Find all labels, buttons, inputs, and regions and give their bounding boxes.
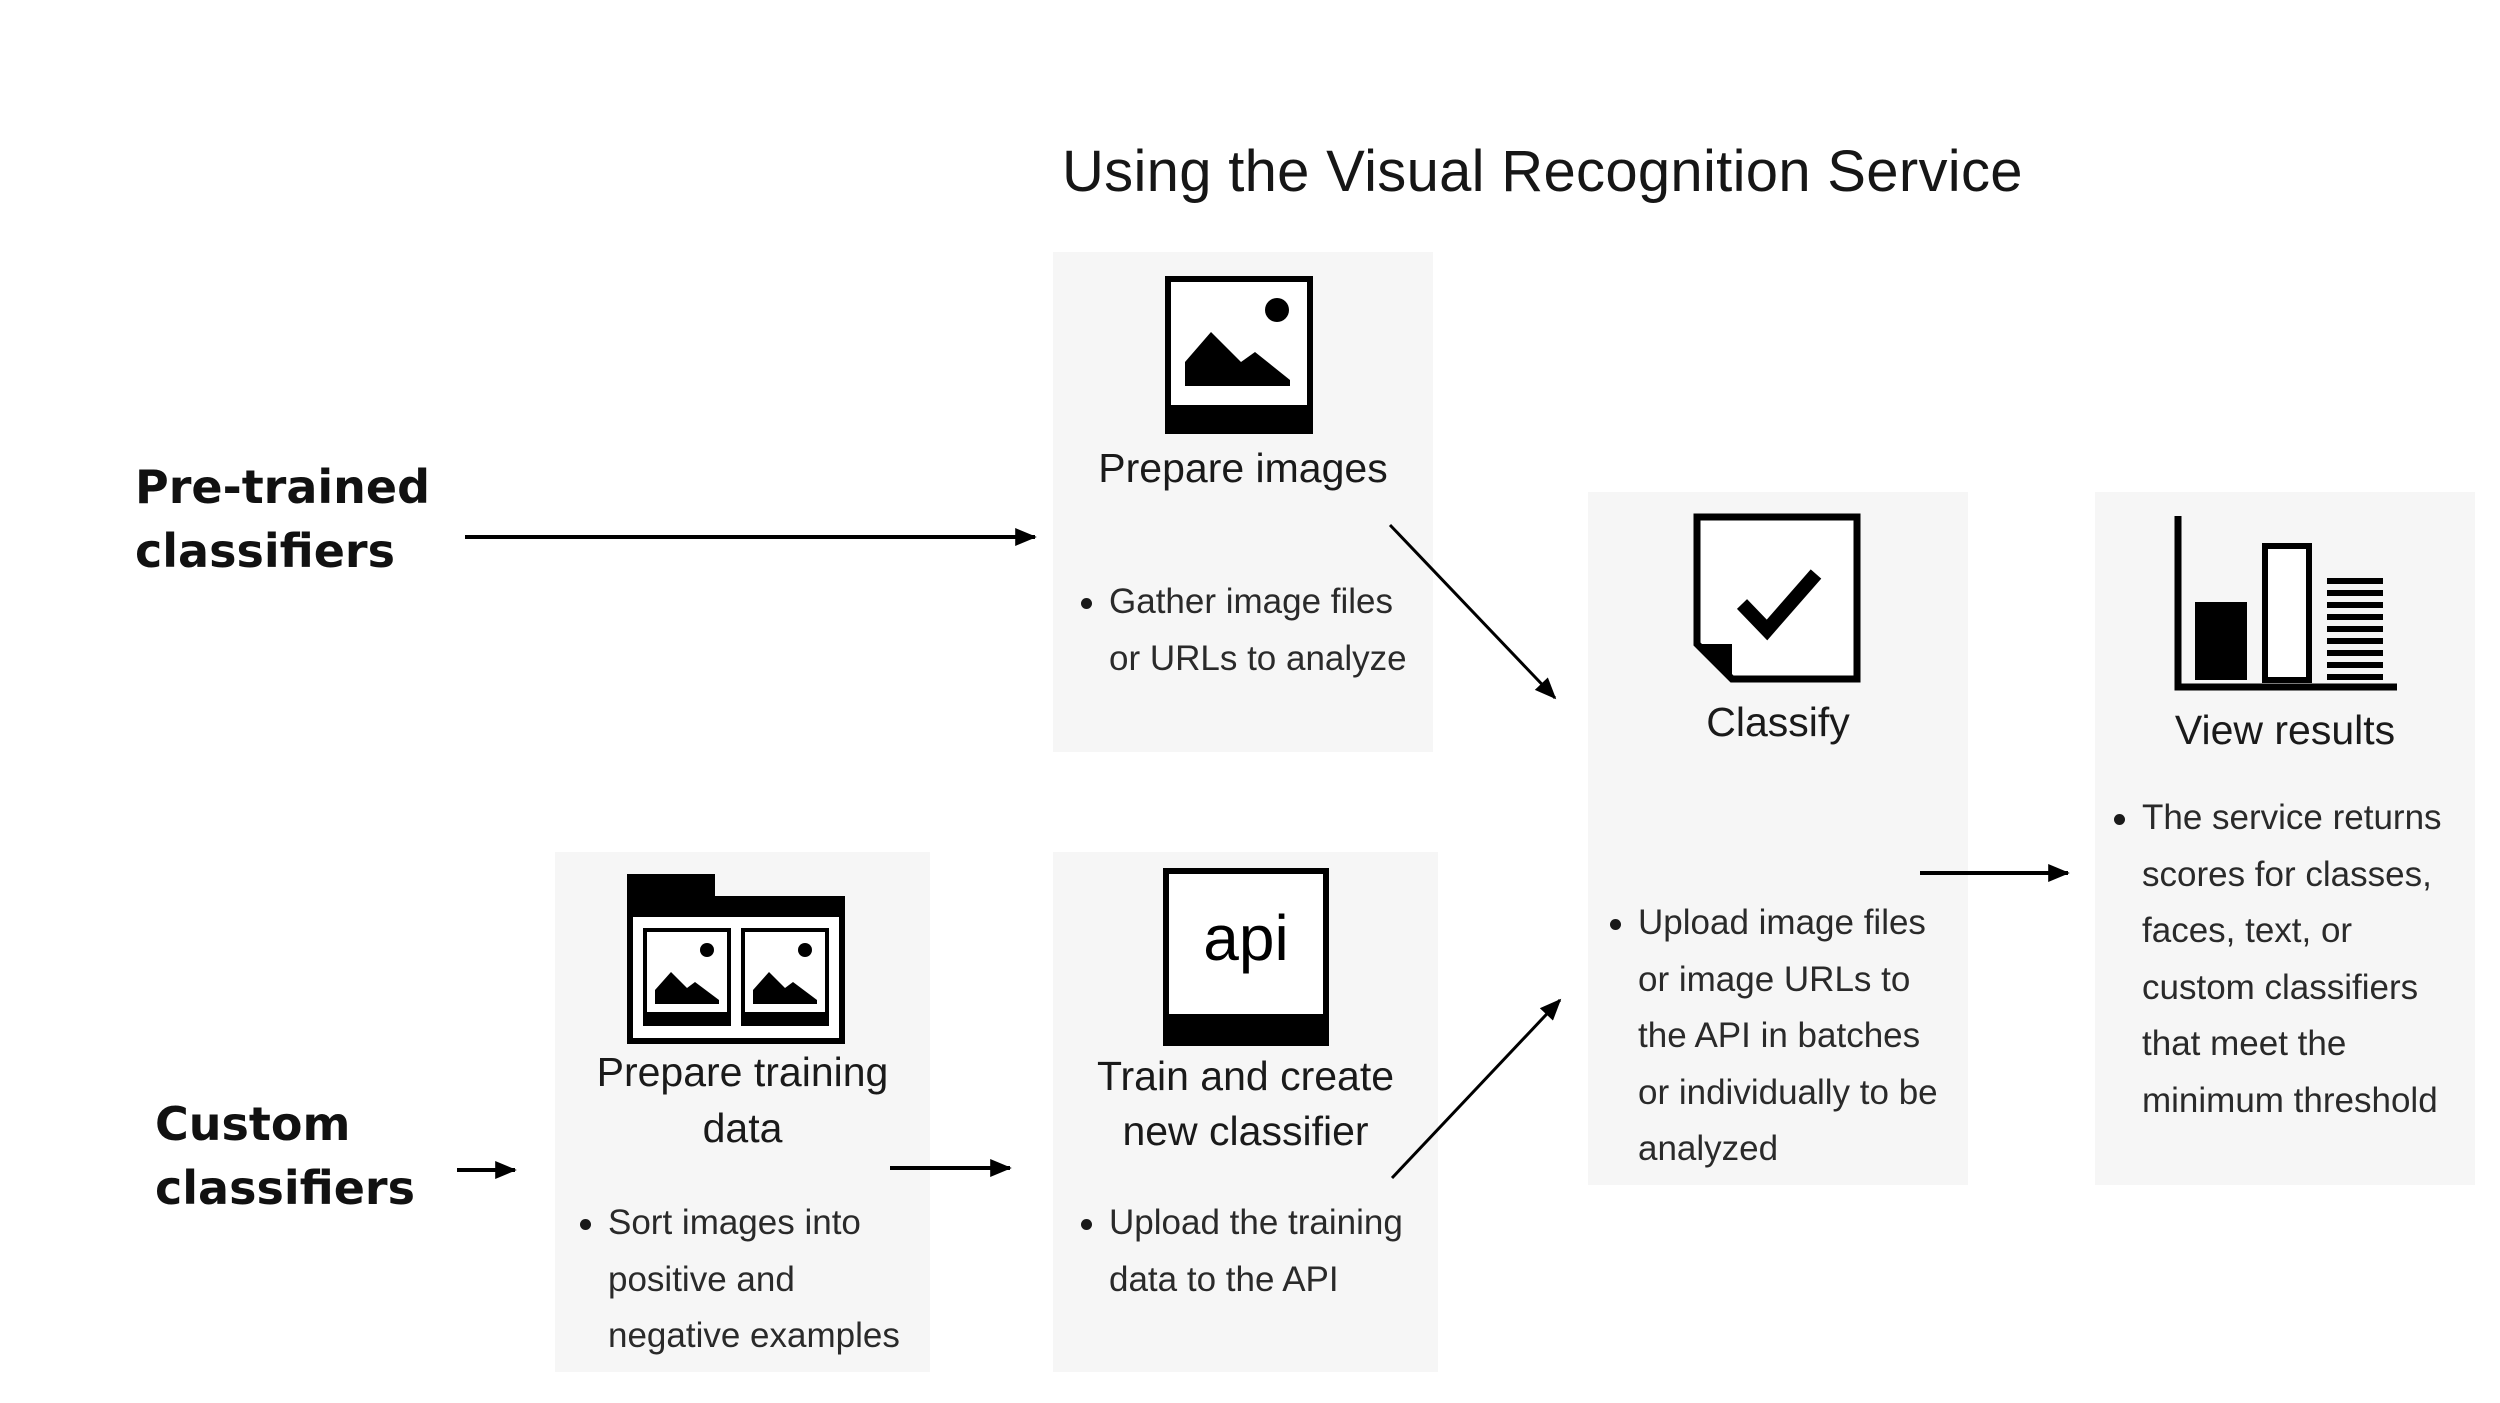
bullet-list-prepare-images: Gather image files or URLs to analyze	[1081, 574, 1421, 687]
image-folder-icon	[627, 874, 845, 1044]
card-heading-prepare-images: Prepare images	[1098, 445, 1388, 491]
card-prepare-images: Prepare images Gather image files or URL…	[1053, 252, 1433, 752]
image-icon	[1165, 276, 1313, 434]
arrow-train-to-classify	[1390, 998, 1562, 1180]
row-label-custom-line2: classifiers	[155, 1161, 415, 1215]
bullet-train: Upload the training data to the API	[1081, 1195, 1426, 1308]
card-heading-prepare-training-line1: Prepare training	[596, 1049, 889, 1095]
bullet-list-prepare-training: Sort images into positive and negative e…	[580, 1195, 910, 1365]
row-label-pretrained: Pre-trained classifiers	[135, 455, 430, 583]
diagram-title: Using the Visual Recognition Service	[1062, 139, 2023, 204]
arrow-prepare-images-to-classify	[1388, 523, 1557, 700]
card-heading-prepare-training-line2: data	[702, 1105, 783, 1151]
card-prepare-training-data: Prepare training data Sort images into p…	[555, 852, 930, 1372]
card-heading-view-results: View results	[2174, 707, 2396, 753]
card-train-classifier: api Train and create new classifier Uplo…	[1053, 852, 1438, 1372]
bullet-list-train: Upload the training data to the API	[1081, 1195, 1426, 1308]
card-heading-train-line2: new classifier	[1122, 1108, 1369, 1154]
card-heading-classify: Classify	[1706, 699, 1850, 745]
api-icon: api	[1163, 868, 1329, 1046]
row-label-custom-line1: Custom	[155, 1097, 351, 1151]
card-view-results: View results The service returns scores …	[2095, 492, 2475, 1185]
bullet-classify: Upload image files or image URLs to the …	[1610, 895, 1955, 1178]
bullet-list-view-results: The service returns scores for classes, …	[2114, 790, 2459, 1129]
bullet-list-classify: Upload image files or image URLs to the …	[1610, 895, 1955, 1178]
document-check-icon	[1693, 513, 1861, 683]
row-label-custom: Custom classifiers	[155, 1092, 415, 1220]
bar-chart-icon	[2174, 516, 2397, 691]
card-heading-train-line1: Train and create	[1096, 1053, 1395, 1099]
bullet-view-results: The service returns scores for classes, …	[2114, 790, 2459, 1129]
api-icon-text: api	[1203, 902, 1288, 974]
bullet-prepare-training: Sort images into positive and negative e…	[580, 1195, 910, 1365]
row-label-pretrained-line1: Pre-trained	[135, 460, 431, 514]
row-label-pretrained-line2: classifiers	[135, 524, 395, 578]
card-classify: Classify Upload image files or image URL…	[1588, 492, 1968, 1185]
bullet-prepare-images: Gather image files or URLs to analyze	[1081, 574, 1421, 687]
